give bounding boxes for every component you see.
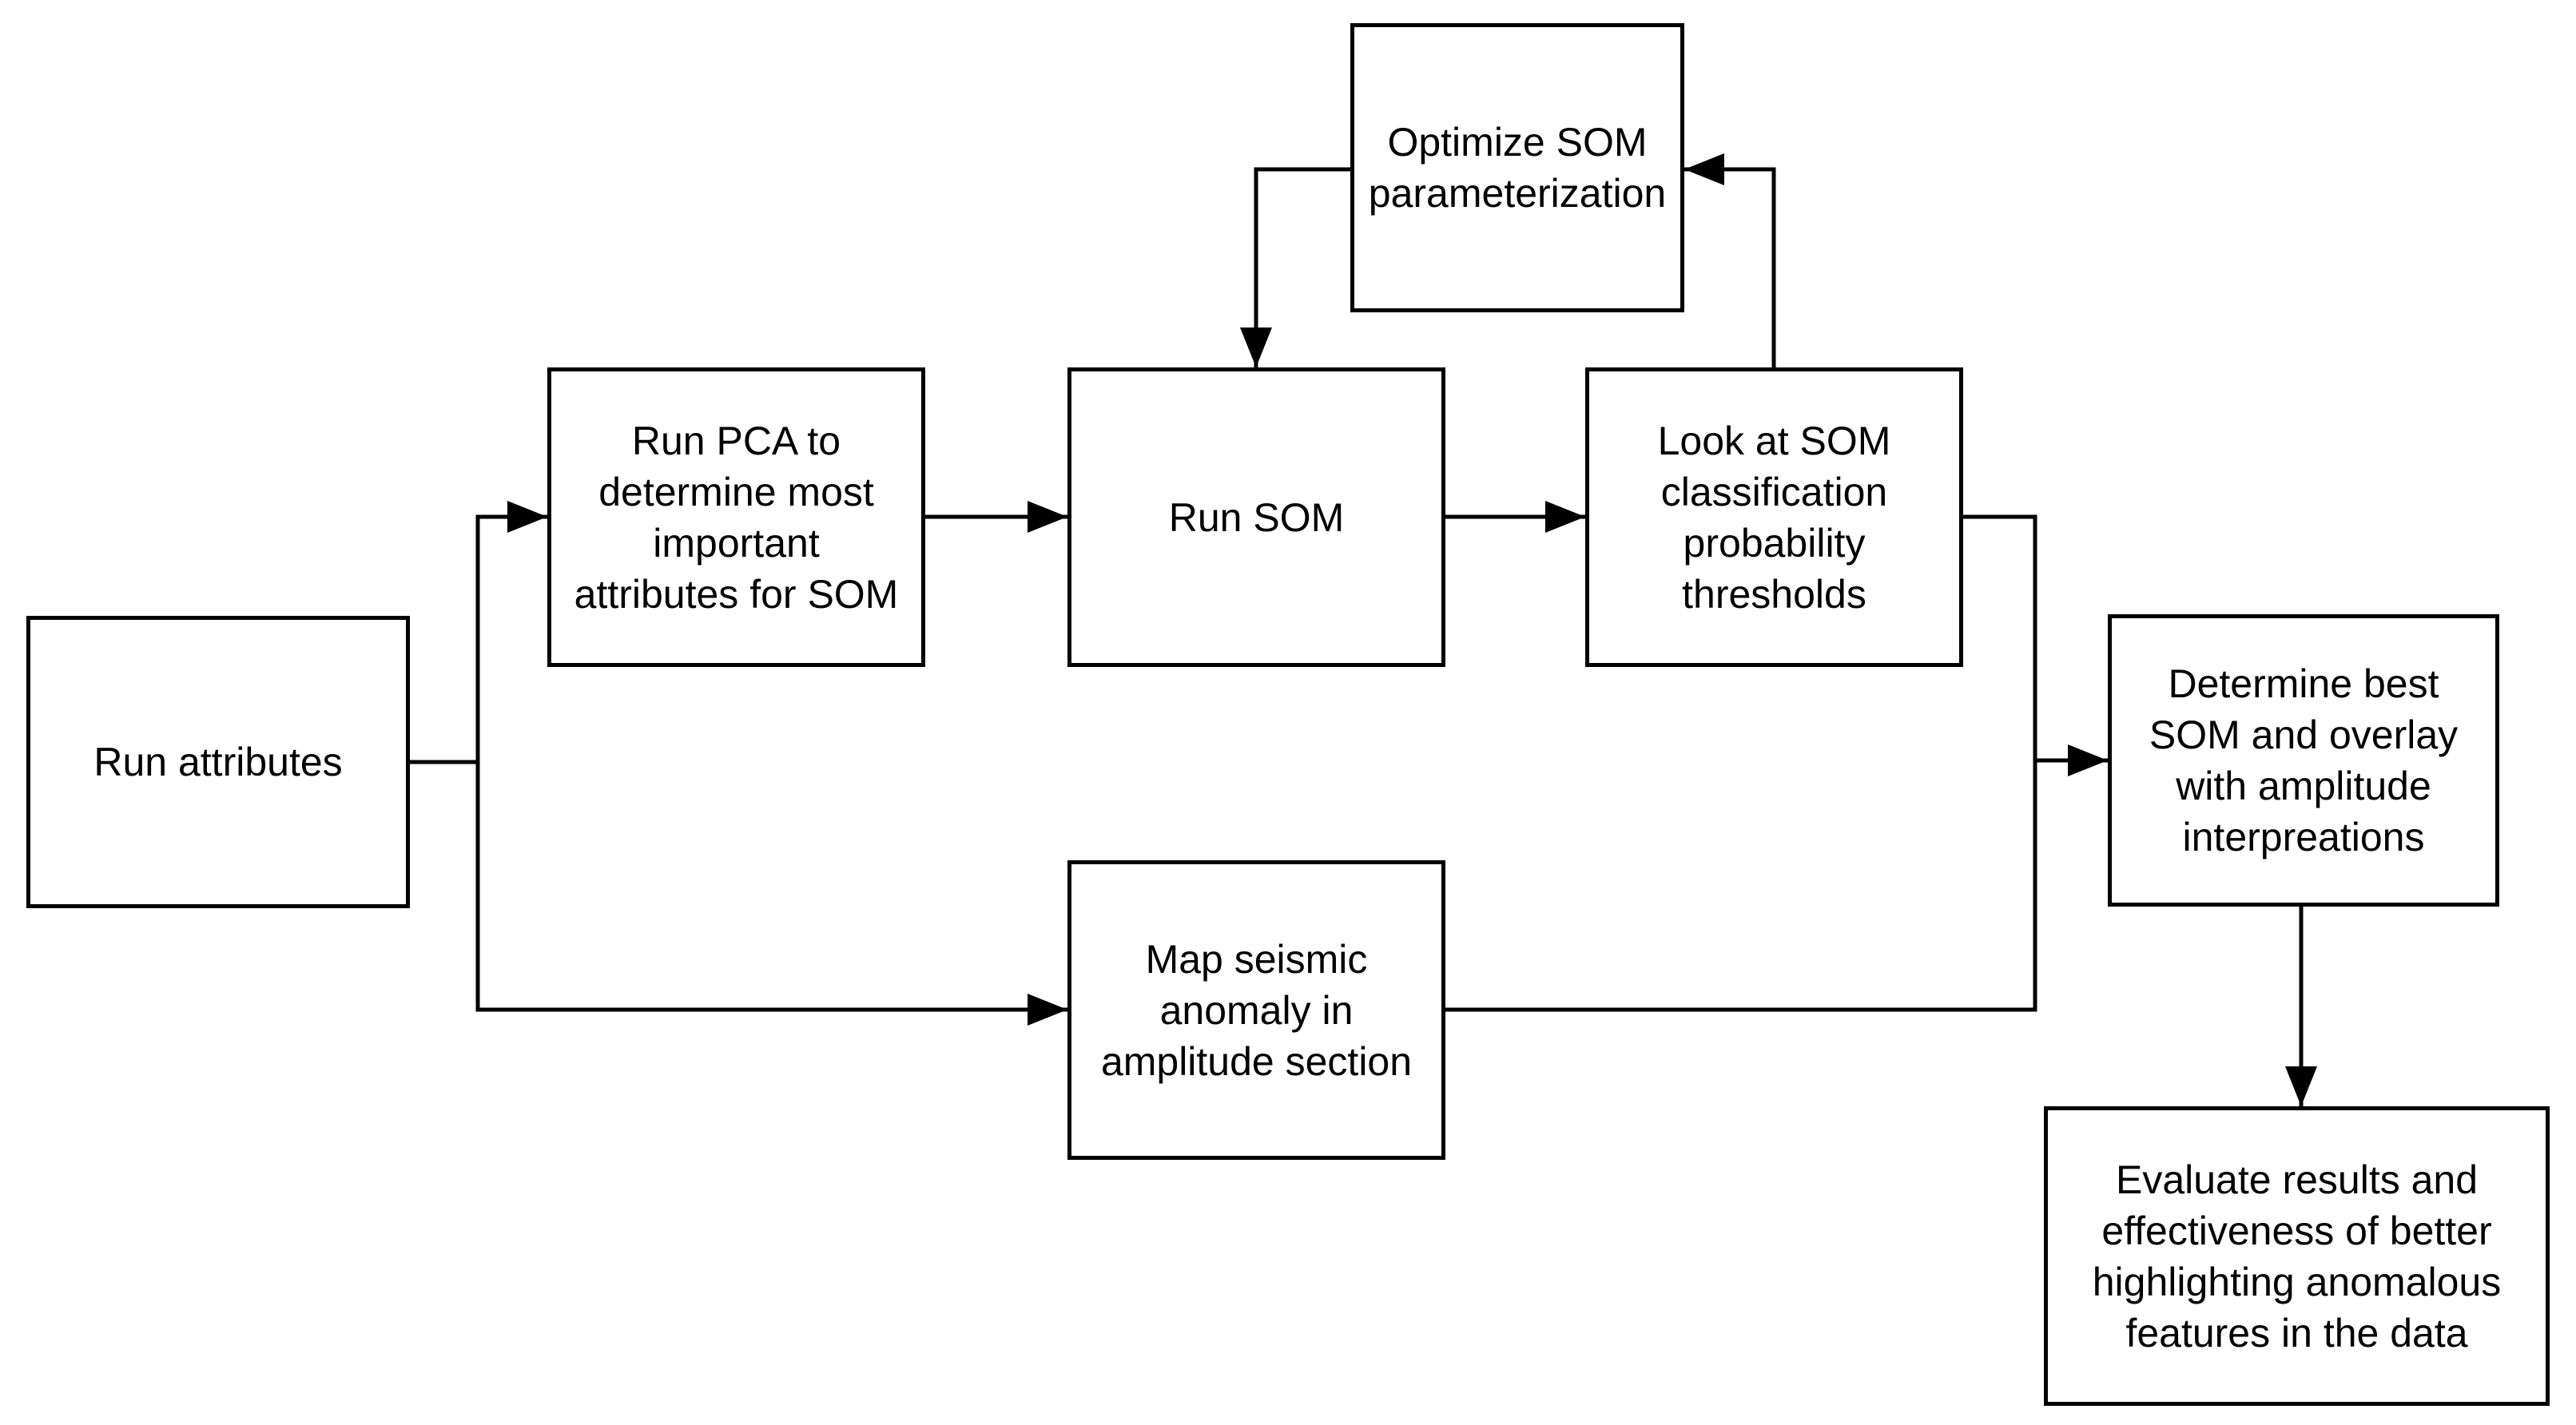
node-look-at-som: Look at SOM classification probability t… <box>1585 367 1963 667</box>
node-evaluate-results-label-line: highlighting anomalous <box>2092 1259 2502 1304</box>
node-run-pca-label-line: important <box>653 520 820 566</box>
node-determine-best: Determine best SOM and overlay with ampl… <box>2108 614 2499 907</box>
node-run-pca-label-line: attributes for SOM <box>574 571 899 617</box>
connector-optimize-som-to-run-som <box>1240 167 1350 367</box>
node-determine-best-label-line: with amplitude <box>2176 764 2431 808</box>
node-determine-best-label-line: interpreations <box>2182 815 2425 859</box>
node-map-seismic: Map seismic anomaly in amplitude section <box>1067 860 1445 1160</box>
connector-run-attributes-to-run-pca <box>410 501 547 764</box>
connector-merge-look-at-som-and-map-seismic <box>1445 514 2037 1012</box>
node-run-pca: Run PCA to determine most important attr… <box>547 367 925 667</box>
node-run-som-label: Run SOM <box>1168 494 1345 540</box>
node-evaluate-results: Evaluate results and effectiveness of be… <box>2044 1106 2550 1406</box>
node-evaluate-results-label-line: effectiveness of better <box>2101 1208 2492 1253</box>
node-look-at-som-label-line: classification <box>1660 469 1888 514</box>
connector-look-at-som-to-optimize-som <box>1684 153 1776 367</box>
node-run-pca-label-line: Run PCA to <box>631 418 841 463</box>
connector-run-attributes-to-map-seismic <box>475 762 1067 1026</box>
node-run-attributes: Run attributes <box>26 616 410 908</box>
node-optimize-som-label-line: Optimize SOM <box>1387 120 1648 165</box>
node-run-pca-label-line: determine most <box>598 469 874 514</box>
node-look-at-som-label-line: Look at SOM <box>1657 418 1891 463</box>
node-map-seismic-label-line: Map seismic <box>1145 936 1368 982</box>
node-evaluate-results-label-line: features in the data <box>2125 1310 2468 1356</box>
node-run-som: Run SOM <box>1067 367 1445 667</box>
node-evaluate-results-label-line: Evaluate results and <box>2115 1157 2479 1202</box>
node-map-seismic-label-line: amplitude section <box>1100 1038 1413 1084</box>
node-map-seismic-label-line: anomaly in <box>1159 987 1354 1033</box>
node-run-attributes-label: Run attributes <box>93 740 343 784</box>
node-optimize-som: Optimize SOM parameterization <box>1350 23 1684 312</box>
node-optimize-som-label-line: parameterization <box>1368 171 1667 216</box>
node-look-at-som-label-line: probability <box>1683 520 1866 566</box>
node-determine-best-label-line: Determine best <box>2168 661 2439 706</box>
node-determine-best-label-line: SOM and overlay <box>2149 712 2459 757</box>
node-look-at-som-label-line: thresholds <box>1682 571 1866 617</box>
